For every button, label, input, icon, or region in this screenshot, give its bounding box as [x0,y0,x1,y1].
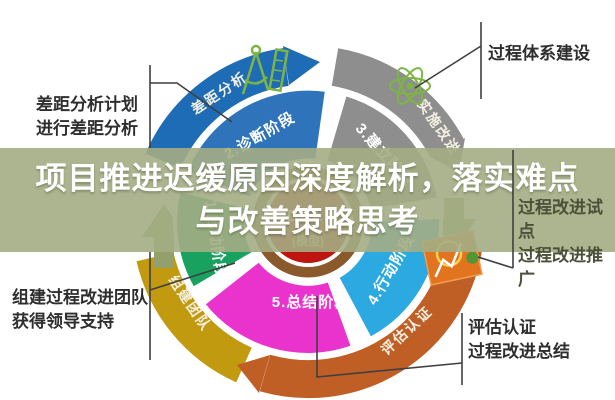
callout-gap-analysis: 差距分析计划 进行差距分析 [36,95,138,139]
arc-team-building [136,252,253,383]
leader-pilot-diagonal [477,256,514,269]
arc-gap-analysis [145,48,290,169]
leader-gap-analysis-diagonal [150,82,233,123]
arc-implement-improve [331,48,464,158]
compass-ruler-icon [241,44,289,95]
segment-5-label: 5.总结阶段 [272,293,351,311]
arc-assess-certify-arrowhead [237,355,270,393]
leader-assessment-bottom [316,296,463,378]
atom-icon [389,67,431,105]
callout-process-system: 过程体系建设 [488,44,590,63]
callout-assessment-summary: 评估认证 过程改进总结 [468,318,570,362]
leader-team-diagonal [149,262,236,291]
headline-line-2: 与改善策略思考 [195,204,420,239]
arc-gap-analysis-arrowhead [283,46,320,85]
callout-team-support: 组建过程改进团队 获得领导支持 [12,288,148,332]
headline-line-1: 项目推进迟缓原因深度解析，落实难点 [35,161,580,196]
leader-process-system-diagonal [414,45,482,89]
callout-pilot-promotion: 过程改进试点 过程改进推广 [518,198,603,290]
segment-5-summarize [200,257,356,357]
callout-leader-lines [149,22,482,385]
arc-assess-certify [259,245,482,399]
